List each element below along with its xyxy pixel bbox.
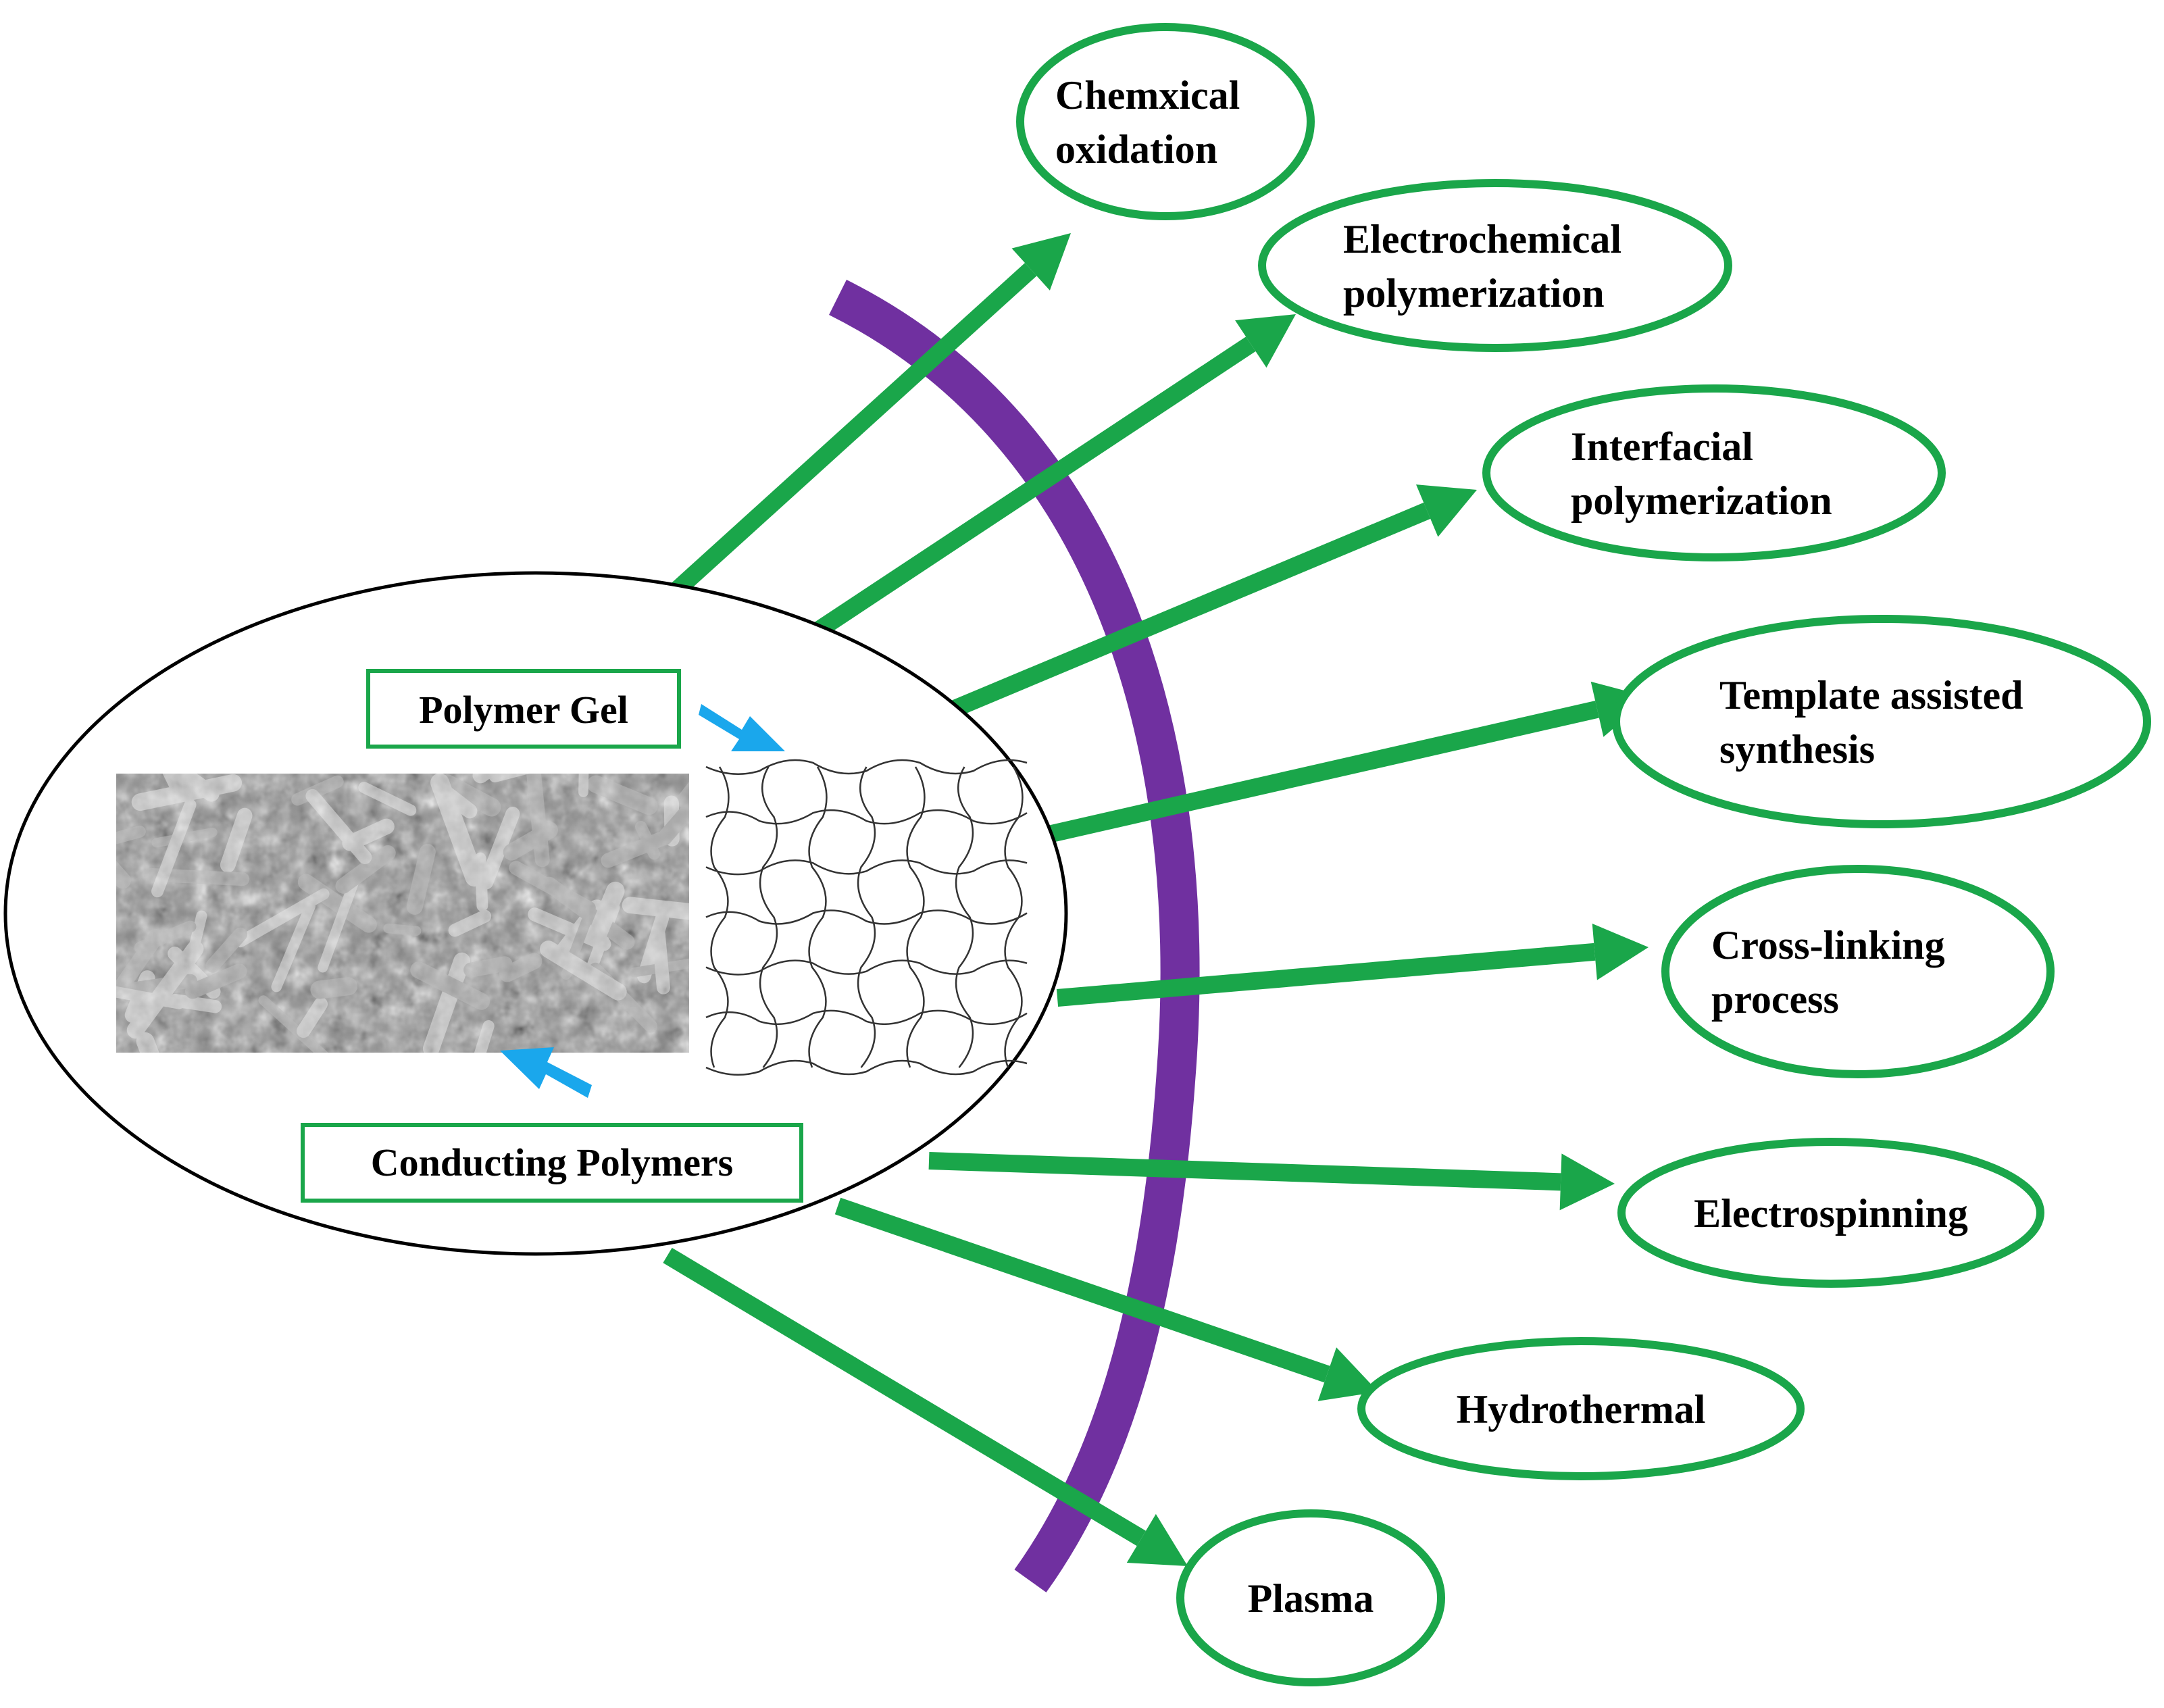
method-ellipse [1482, 384, 1946, 561]
conducting-polymers-label: Conducting Polymers [371, 1140, 734, 1184]
mesh-strand [759, 766, 778, 1068]
method-electrochemical-polymerization: Electrochemical polymerization [1258, 179, 1732, 352]
mesh-strand [710, 766, 730, 1068]
arrow-shaft [1056, 943, 1596, 1007]
method-interfacial-polymerization: Interfacial polymerization [1482, 384, 1946, 561]
blue-arrow-to-network-icon [699, 704, 785, 751]
method-label-line: Chemxical [1055, 73, 1240, 118]
method-label-line: Plasma [1248, 1576, 1374, 1621]
method-label-line: Interfacial [1571, 424, 1753, 469]
mesh-strand [705, 909, 1028, 925]
mesh-strand [705, 859, 1028, 876]
arrow-to-chemical-oxidation [621, 233, 1071, 642]
arrow-shaft [928, 1152, 1561, 1191]
arrow-head [1592, 923, 1649, 980]
method-ellipse [1357, 1337, 1805, 1480]
blue-arrow-to-sem-icon [500, 1047, 592, 1098]
mesh-strand [705, 1009, 1028, 1026]
method-label-line: synthesis [1719, 727, 1875, 772]
mesh-strand [906, 766, 926, 1068]
method-ellipse [1617, 1138, 2044, 1288]
arrow-shaft [913, 502, 1431, 732]
method-ellipse [1016, 23, 1315, 220]
method-electrospinning: Electrospinning [1617, 1138, 2044, 1288]
conducting-polymers-box: Conducting Polymers [301, 1123, 803, 1203]
method-label-line: Electrochemical [1343, 217, 1621, 261]
method-arrows [621, 233, 1650, 1566]
method-ellipse [1258, 179, 1732, 352]
arrow-to-electrospinning [928, 1152, 1615, 1211]
mesh-strand [705, 959, 1028, 976]
mesh-strand [705, 759, 1028, 776]
arrow-to-hydrothermal [834, 1197, 1378, 1401]
arrow-shaft [621, 263, 1037, 642]
method-plasma: Plasma [1176, 1509, 1445, 1686]
method-label-line: Template assisted [1719, 673, 2023, 718]
mesh-strand [808, 766, 828, 1068]
method-cross-linking-process: Cross-linking process [1661, 865, 2055, 1078]
method-template-assisted-synthesis: Template assisted synthesis [1612, 615, 2151, 828]
arrow-to-cross-linking-process [1056, 923, 1649, 1007]
mesh-strand [857, 766, 876, 1068]
method-label-line: Electrospinning [1694, 1191, 1968, 1236]
arrow-to-template-assisted-synthesis [1032, 681, 1650, 847]
method-label-line: oxidation [1055, 127, 1217, 172]
method-ellipse [1661, 865, 2055, 1078]
arrow-head [1317, 1347, 1378, 1401]
mesh-strand [705, 809, 1028, 825]
polymer-network-mesh [705, 759, 1028, 1076]
mesh-strand [955, 766, 974, 1068]
arrow-head [1011, 233, 1071, 291]
mesh-strand [1004, 766, 1024, 1068]
method-label-line: Hydrothermal [1457, 1387, 1706, 1432]
arrow-head [1235, 314, 1296, 368]
method-hydrothermal: Hydrothermal [1357, 1337, 1805, 1480]
arrow-to-interfacial-polymerization [913, 484, 1477, 732]
polymer-gel-label: Polymer Gel [419, 688, 628, 732]
arrow-shaft [775, 336, 1256, 663]
method-label-line: Cross-linking [1711, 923, 1945, 968]
arrow-to-plasma [663, 1247, 1188, 1566]
method-label-line: process [1711, 977, 1839, 1022]
arrow-head [1559, 1153, 1615, 1211]
method-ellipse [1176, 1509, 1445, 1686]
polymer-gel-box: Polymer Gel [366, 669, 681, 749]
sem-micrograph-image [116, 774, 689, 1053]
method-label-line: polymerization [1343, 271, 1605, 316]
arrow-to-electrochemical-polymerization [775, 314, 1296, 663]
arrow-head [1126, 1513, 1188, 1566]
arrow-shaft [663, 1247, 1146, 1547]
arrow-head [1415, 484, 1477, 537]
mesh-strand [705, 1059, 1028, 1076]
method-chemical-oxidation: Chemxical oxidation [1016, 23, 1315, 220]
method-ellipse [1612, 615, 2151, 828]
arrow-shaft [834, 1197, 1330, 1383]
method-label-line: polymerization [1571, 478, 1832, 523]
arrow-shaft [1032, 701, 1599, 847]
